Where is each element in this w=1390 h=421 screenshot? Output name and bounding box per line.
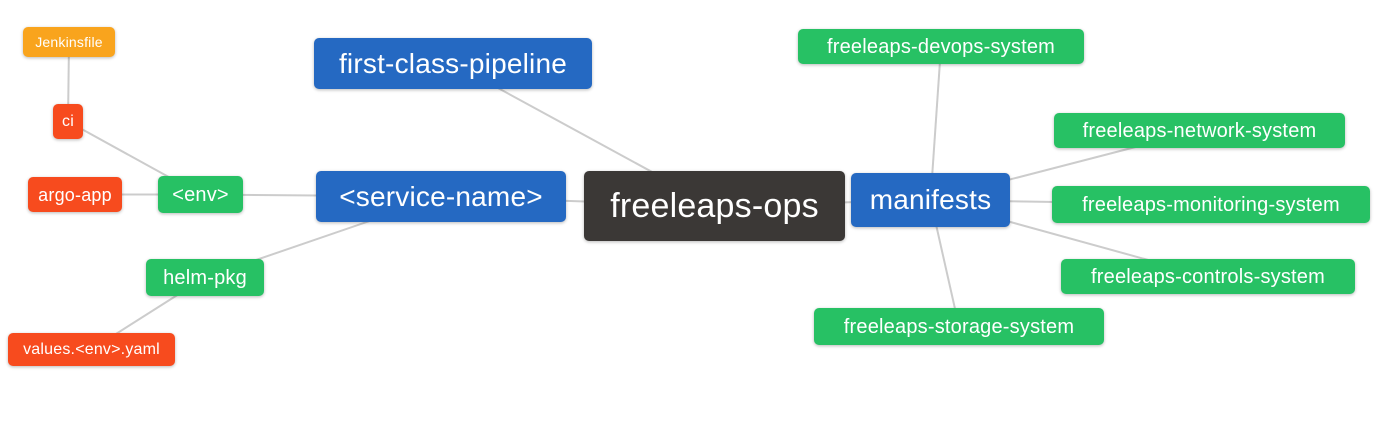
node-argo-app[interactable]: argo-app bbox=[28, 177, 122, 212]
node-freeleaps-ops[interactable]: freeleaps-ops bbox=[584, 171, 845, 241]
node-values-env-yaml[interactable]: values.<env>.yaml bbox=[8, 333, 175, 366]
node-jenkinsfile[interactable]: Jenkinsfile bbox=[23, 27, 115, 57]
node-service-name[interactable]: <service-name> bbox=[316, 171, 566, 222]
node-first-class-pipeline[interactable]: first-class-pipeline bbox=[314, 38, 592, 89]
node-controls-system[interactable]: freeleaps-controls-system bbox=[1061, 259, 1355, 294]
node-monitoring-system[interactable]: freeleaps-monitoring-system bbox=[1052, 186, 1370, 223]
node-devops-system[interactable]: freeleaps-devops-system bbox=[798, 29, 1084, 64]
node-manifests[interactable]: manifests bbox=[851, 173, 1010, 227]
node-ci[interactable]: ci bbox=[53, 104, 83, 139]
node-storage-system[interactable]: freeleaps-storage-system bbox=[814, 308, 1104, 345]
node-env[interactable]: <env> bbox=[158, 176, 243, 213]
node-network-system[interactable]: freeleaps-network-system bbox=[1054, 113, 1345, 148]
node-helm-pkg[interactable]: helm-pkg bbox=[146, 259, 264, 296]
